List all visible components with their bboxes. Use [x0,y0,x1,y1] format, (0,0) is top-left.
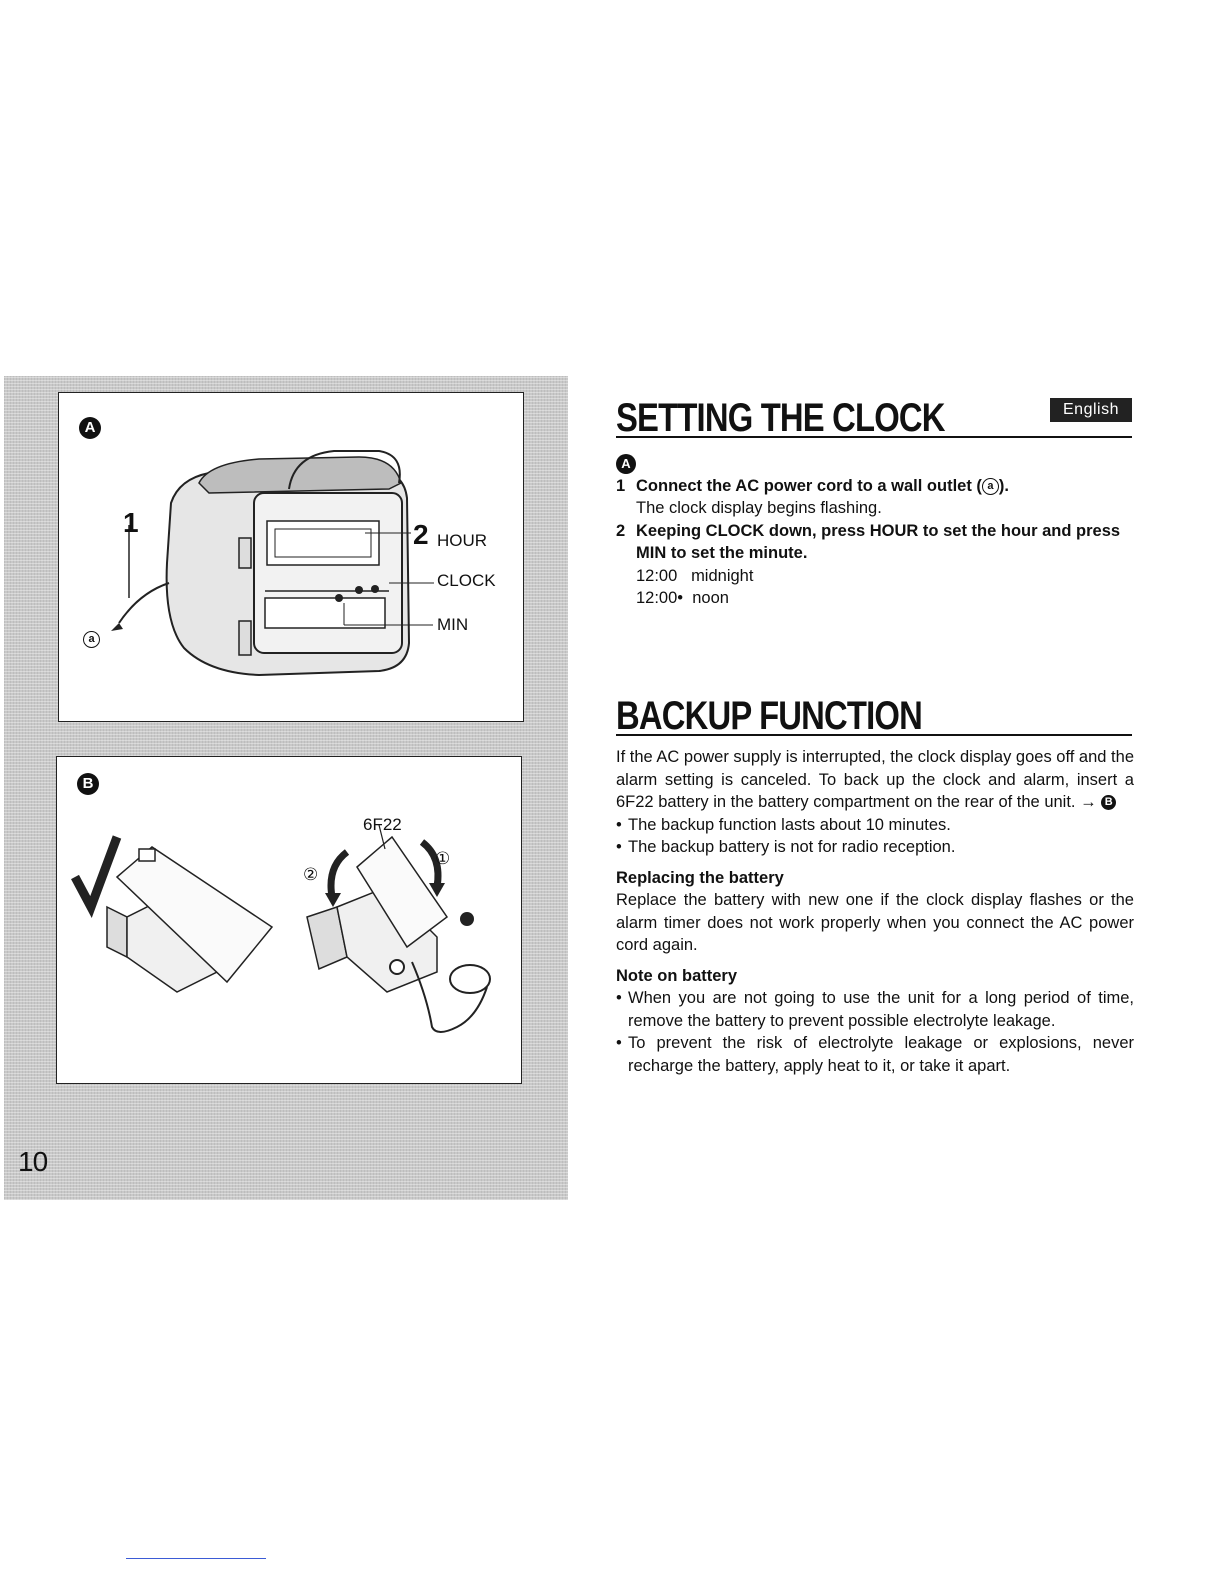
backup-bullet-2: •The backup battery is not for radio rec… [616,836,1134,859]
page-number: 10 [18,1146,48,1177]
time-noon: 12:00• [636,589,684,607]
note-bullet-2-text: To prevent the risk of electrolyte leaka… [628,1034,1134,1075]
label-step-1: ① [435,849,451,868]
figure-b-panel: B 6F22 ① ② [56,756,522,1084]
step-1-instruction: Connect the AC power cord to a wall outl… [636,476,982,495]
callout-step-2: 2 [413,519,429,550]
step-1-end: ). [998,476,1009,495]
label-hour: HOUR [437,531,488,550]
step-1-note: The clock display begins flashing. [636,499,882,517]
time-noon-label: noon [692,589,729,607]
figure-b-badge: B [77,773,99,795]
backup-title-rule [616,734,1132,736]
label-clock: CLOCK [437,571,496,590]
backup-bullet-1: •The backup function lasts about 10 minu… [616,814,1134,837]
step-1-number: 1 [616,476,626,495]
step-2: 2 Keeping CLOCK down, press HOUR to set … [616,520,1134,565]
time-midnight-label: midnight [691,566,754,585]
replacing-heading: Replacing the battery [616,868,784,887]
footer-link-underline [126,1558,266,1559]
outlet-ref: a [981,477,999,495]
figure-b-ref: B [1101,795,1117,811]
callout-step-1: 1 [123,507,139,538]
time-row-midnight: 12:00 midnight [616,565,1134,588]
backup-bullet-2-text: The backup battery is not for radio rece… [628,838,956,856]
title-rule [616,436,1132,438]
time-row-noon: 12:00• noon [616,587,1134,610]
section-a-badge: A [616,453,636,474]
note-bullet-1: •When you are not going to use the unit … [616,987,1134,1032]
backup-intro: If the AC power supply is interrupted, t… [616,746,1134,814]
replacing-text: Replace the battery with new one if the … [616,891,1134,954]
step-1: 1 Connect the AC power cord to a wall ou… [616,475,1134,498]
label-a: a [83,631,100,648]
label-battery-type: 6F22 [363,815,402,834]
backup-body: If the AC power supply is interrupted, t… [616,746,1134,1077]
section-title-setting-clock: SETTING THE CLOCK [616,396,945,440]
language-tag: English [1050,398,1132,422]
note-heading: Note on battery [616,966,738,985]
step-2-number: 2 [616,521,626,540]
setting-clock-body: A 1 Connect the AC power cord to a wall … [616,452,1134,610]
clock-radio-illustration [111,450,434,677]
backup-intro-text: If the AC power supply is interrupted, t… [616,748,1134,811]
label-step-2: ② [303,865,319,884]
step-2-instruction: Keeping CLOCK down, press HOUR to set th… [636,521,1121,563]
time-midnight: 12:00 [636,566,678,585]
note-bullet-2: •To prevent the risk of electrolyte leak… [616,1032,1134,1077]
label-min: MIN [437,615,469,634]
battery-compartment-illustration [71,824,491,1033]
backup-bullet-1-text: The backup function lasts about 10 minut… [628,815,951,834]
figure-a-badge: A [79,417,101,439]
figure-a-panel: A 1 2 HOUR CLOCK MIN a [58,392,524,722]
note-bullet-1-text: When you are not going to use the unit f… [628,989,1134,1030]
section-title-backup: BACKUP FUNCTION [616,694,923,738]
